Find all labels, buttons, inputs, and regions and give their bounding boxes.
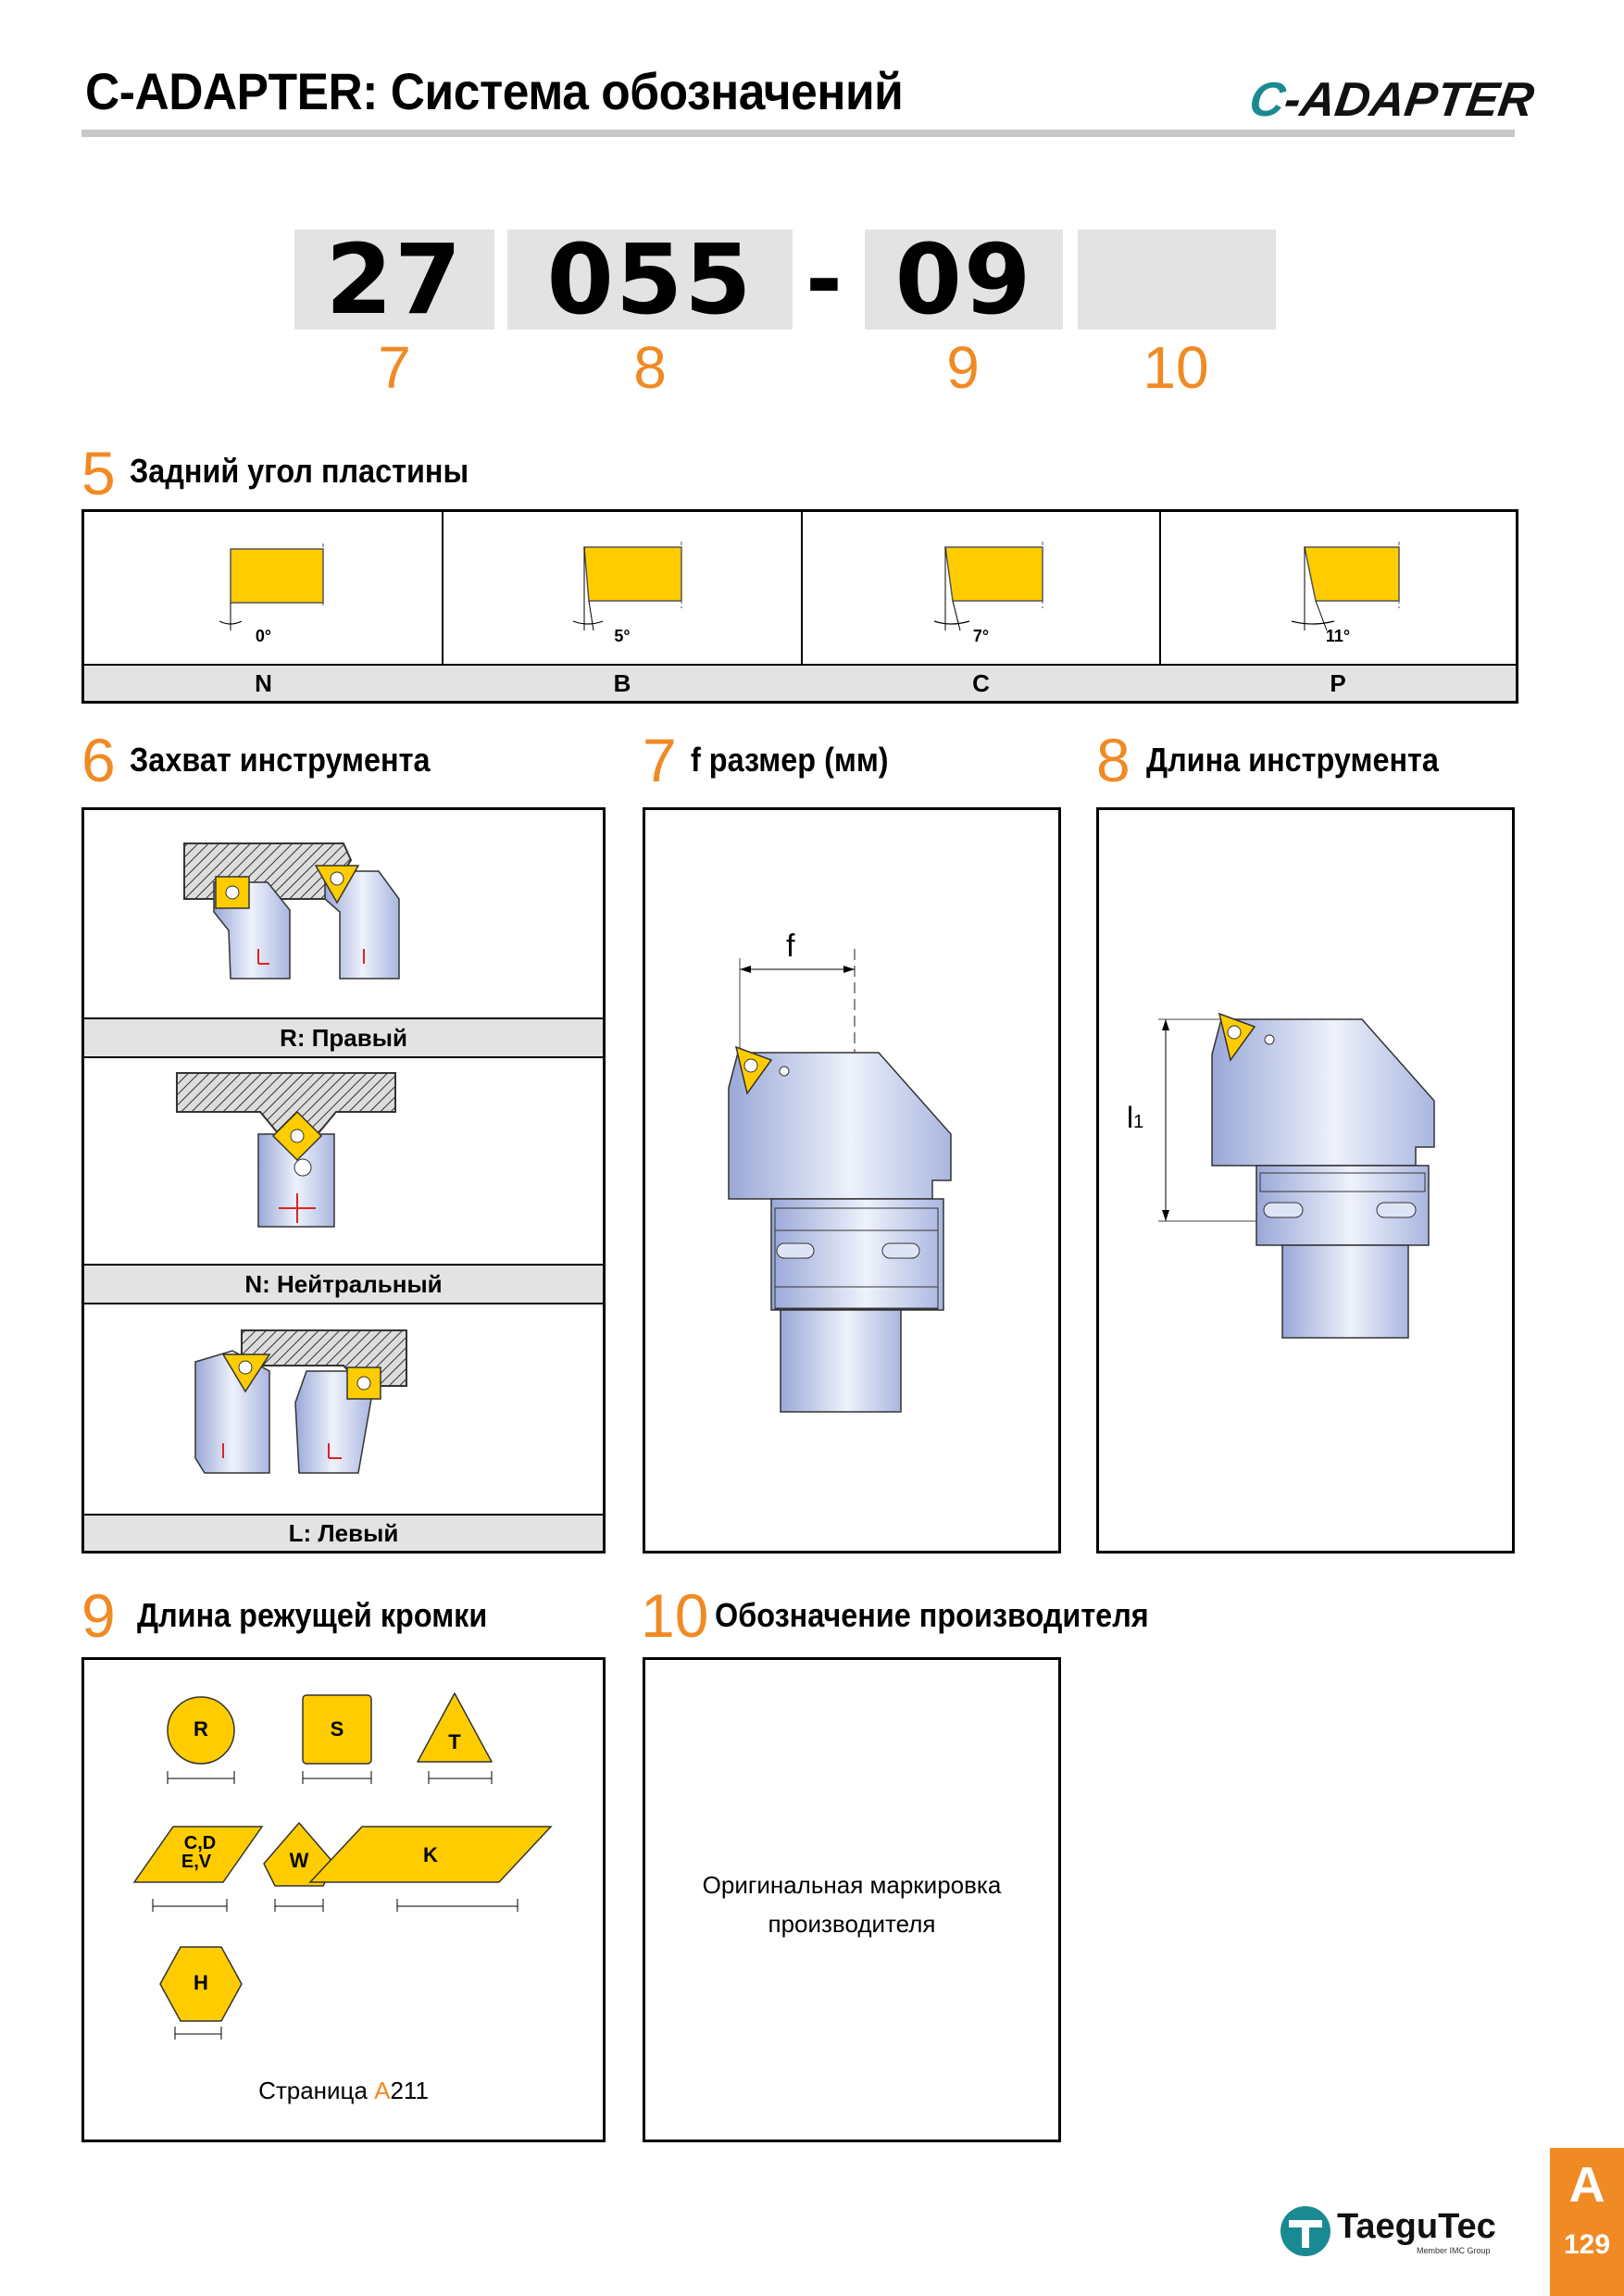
f-dimension-drawing: [728, 949, 952, 1413]
l1-dim-letter: l: [1127, 1101, 1134, 1134]
code-part-10: [1078, 230, 1276, 330]
neutral-tool-drawing: [176, 1072, 396, 1228]
angle-label-b: 5°: [614, 627, 631, 645]
sec5-number: 5: [81, 439, 116, 507]
f-dim-label: f: [786, 929, 795, 964]
letter-n: N: [255, 669, 272, 697]
hand-label-n: N: Нейтральный: [84, 1264, 603, 1304]
manufacturer-text-line2: производителя: [768, 1910, 936, 1938]
clearance-angle-table: 0° 5° 7° 11° N B C P: [81, 509, 1518, 704]
hand-label-l: L: Левый: [84, 1514, 603, 1551]
code-index-10: 10: [1143, 334, 1209, 401]
section-tab: A 129: [1550, 2148, 1624, 2296]
sec8-number: 8: [1096, 726, 1131, 794]
sec5-title: Задний угол пластины: [130, 452, 469, 490]
page-ref-number: 211: [390, 2077, 429, 2104]
taegutec-logo: TaeguTec Member IMC Group: [1278, 2203, 1511, 2259]
code-part-8: 055: [507, 230, 793, 330]
letter-bar: [84, 664, 1516, 701]
manufacturer-text-line1: Оригинальная маркировка: [702, 1871, 1002, 1899]
insert-shapes-drawing: [132, 1692, 553, 2040]
code-part-9: 09: [865, 230, 1063, 330]
insert-profile-0deg: [219, 543, 324, 630]
f-dimension-panel: f: [643, 807, 1061, 1554]
page-reference: Страница A211: [84, 2077, 603, 2105]
sec6-title: Захват инструмента: [130, 741, 431, 779]
shape-label-s: S: [330, 1717, 344, 1741]
letter-c: C: [972, 669, 990, 697]
insert-profile-11deg: [1291, 542, 1400, 631]
hand-label-r: R: Правый: [84, 1017, 603, 1058]
angle-label-n: 0°: [255, 627, 272, 645]
brand-sub: Member IMC Group: [1417, 2246, 1491, 2255]
code-index-9: 9: [946, 334, 980, 401]
angle-label-c: 7°: [972, 627, 990, 645]
tool-hand-drawings: [176, 842, 407, 1474]
sec6-number: 6: [81, 726, 116, 794]
letter-b: B: [613, 669, 631, 697]
logo-rest: -ADAPTER: [1280, 73, 1538, 127]
clearance-angle-drawings: [219, 512, 1400, 701]
shape-triangle-icon: [417, 1692, 493, 1763]
shape-trigon-w-icon: [263, 1822, 335, 1887]
sec9-number: 9: [81, 1581, 116, 1650]
sec10-number: 10: [641, 1581, 709, 1650]
page-ref-prefix: Страница: [258, 2077, 375, 2104]
page-number: 129: [1563, 2229, 1611, 2260]
shape-label-cd: C,D: [183, 1833, 217, 1853]
brand-name: TaeguTec: [1337, 2207, 1496, 2246]
shape-label-k: K: [423, 1843, 438, 1866]
page-ref-letter: A: [374, 2077, 391, 2104]
code-part-7: 27: [294, 230, 494, 330]
l1-dim-label: l1: [1127, 1101, 1143, 1135]
tool-length-panel: l1: [1096, 807, 1515, 1554]
shape-label-w: W: [289, 1849, 309, 1872]
shape-label-r: R: [194, 1717, 208, 1741]
shape-square-icon: [302, 1694, 372, 1765]
cutting-edge-panel: R S T C,D E,V W K H Страница A211: [81, 1657, 606, 2142]
right-hand-tool-drawing: [183, 842, 400, 980]
manufacturer-text: Оригинальная маркировка производителя: [645, 1866, 1058, 1943]
shape-hexagon-icon: [159, 1946, 243, 2022]
left-hand-tool-drawing: [194, 1329, 407, 1474]
tool-length-drawing: [1158, 1012, 1435, 1339]
code-dash: -: [806, 228, 843, 331]
c-adapter-logo: C-ADAPTER: [1246, 72, 1538, 128]
sec9-title: Длина режущей кромки: [137, 1596, 488, 1634]
sec10-title: Обозначение производителя: [715, 1596, 1149, 1634]
page-title: C-ADAPTER: Система обозначений: [85, 62, 904, 120]
shape-label-t: T: [448, 1730, 461, 1753]
shape-rhombus-cd-icon: [132, 1826, 264, 1883]
insert-profile-5deg: [572, 542, 682, 631]
shape-label-ev: E,V: [181, 1852, 212, 1872]
code-index-8: 8: [633, 334, 667, 401]
sec7-title: f размер (мм): [691, 741, 889, 779]
letter-p: P: [1330, 669, 1346, 697]
l1-dim-sub: 1: [1133, 1112, 1144, 1132]
tool-hand-panel: R: Правый N: Нейтральный L: Левый: [81, 807, 606, 1554]
manufacturer-panel: Оригинальная маркировка производителя: [643, 1657, 1061, 2142]
sec8-title: Длина инструмента: [1146, 741, 1439, 779]
insert-profile-7deg: [933, 542, 1043, 631]
shape-label-h: H: [194, 1971, 208, 1994]
title-rule: [81, 130, 1515, 137]
angle-label-p: 11°: [1325, 627, 1351, 645]
shape-round-icon: [167, 1696, 235, 1765]
code-index-7: 7: [378, 334, 411, 401]
shape-rhombus-k-icon: [308, 1826, 553, 1883]
tab-letter: A: [1568, 2157, 1605, 2213]
sec7-number: 7: [643, 726, 677, 794]
taegutec-emblem-icon: [1280, 2206, 1330, 2256]
